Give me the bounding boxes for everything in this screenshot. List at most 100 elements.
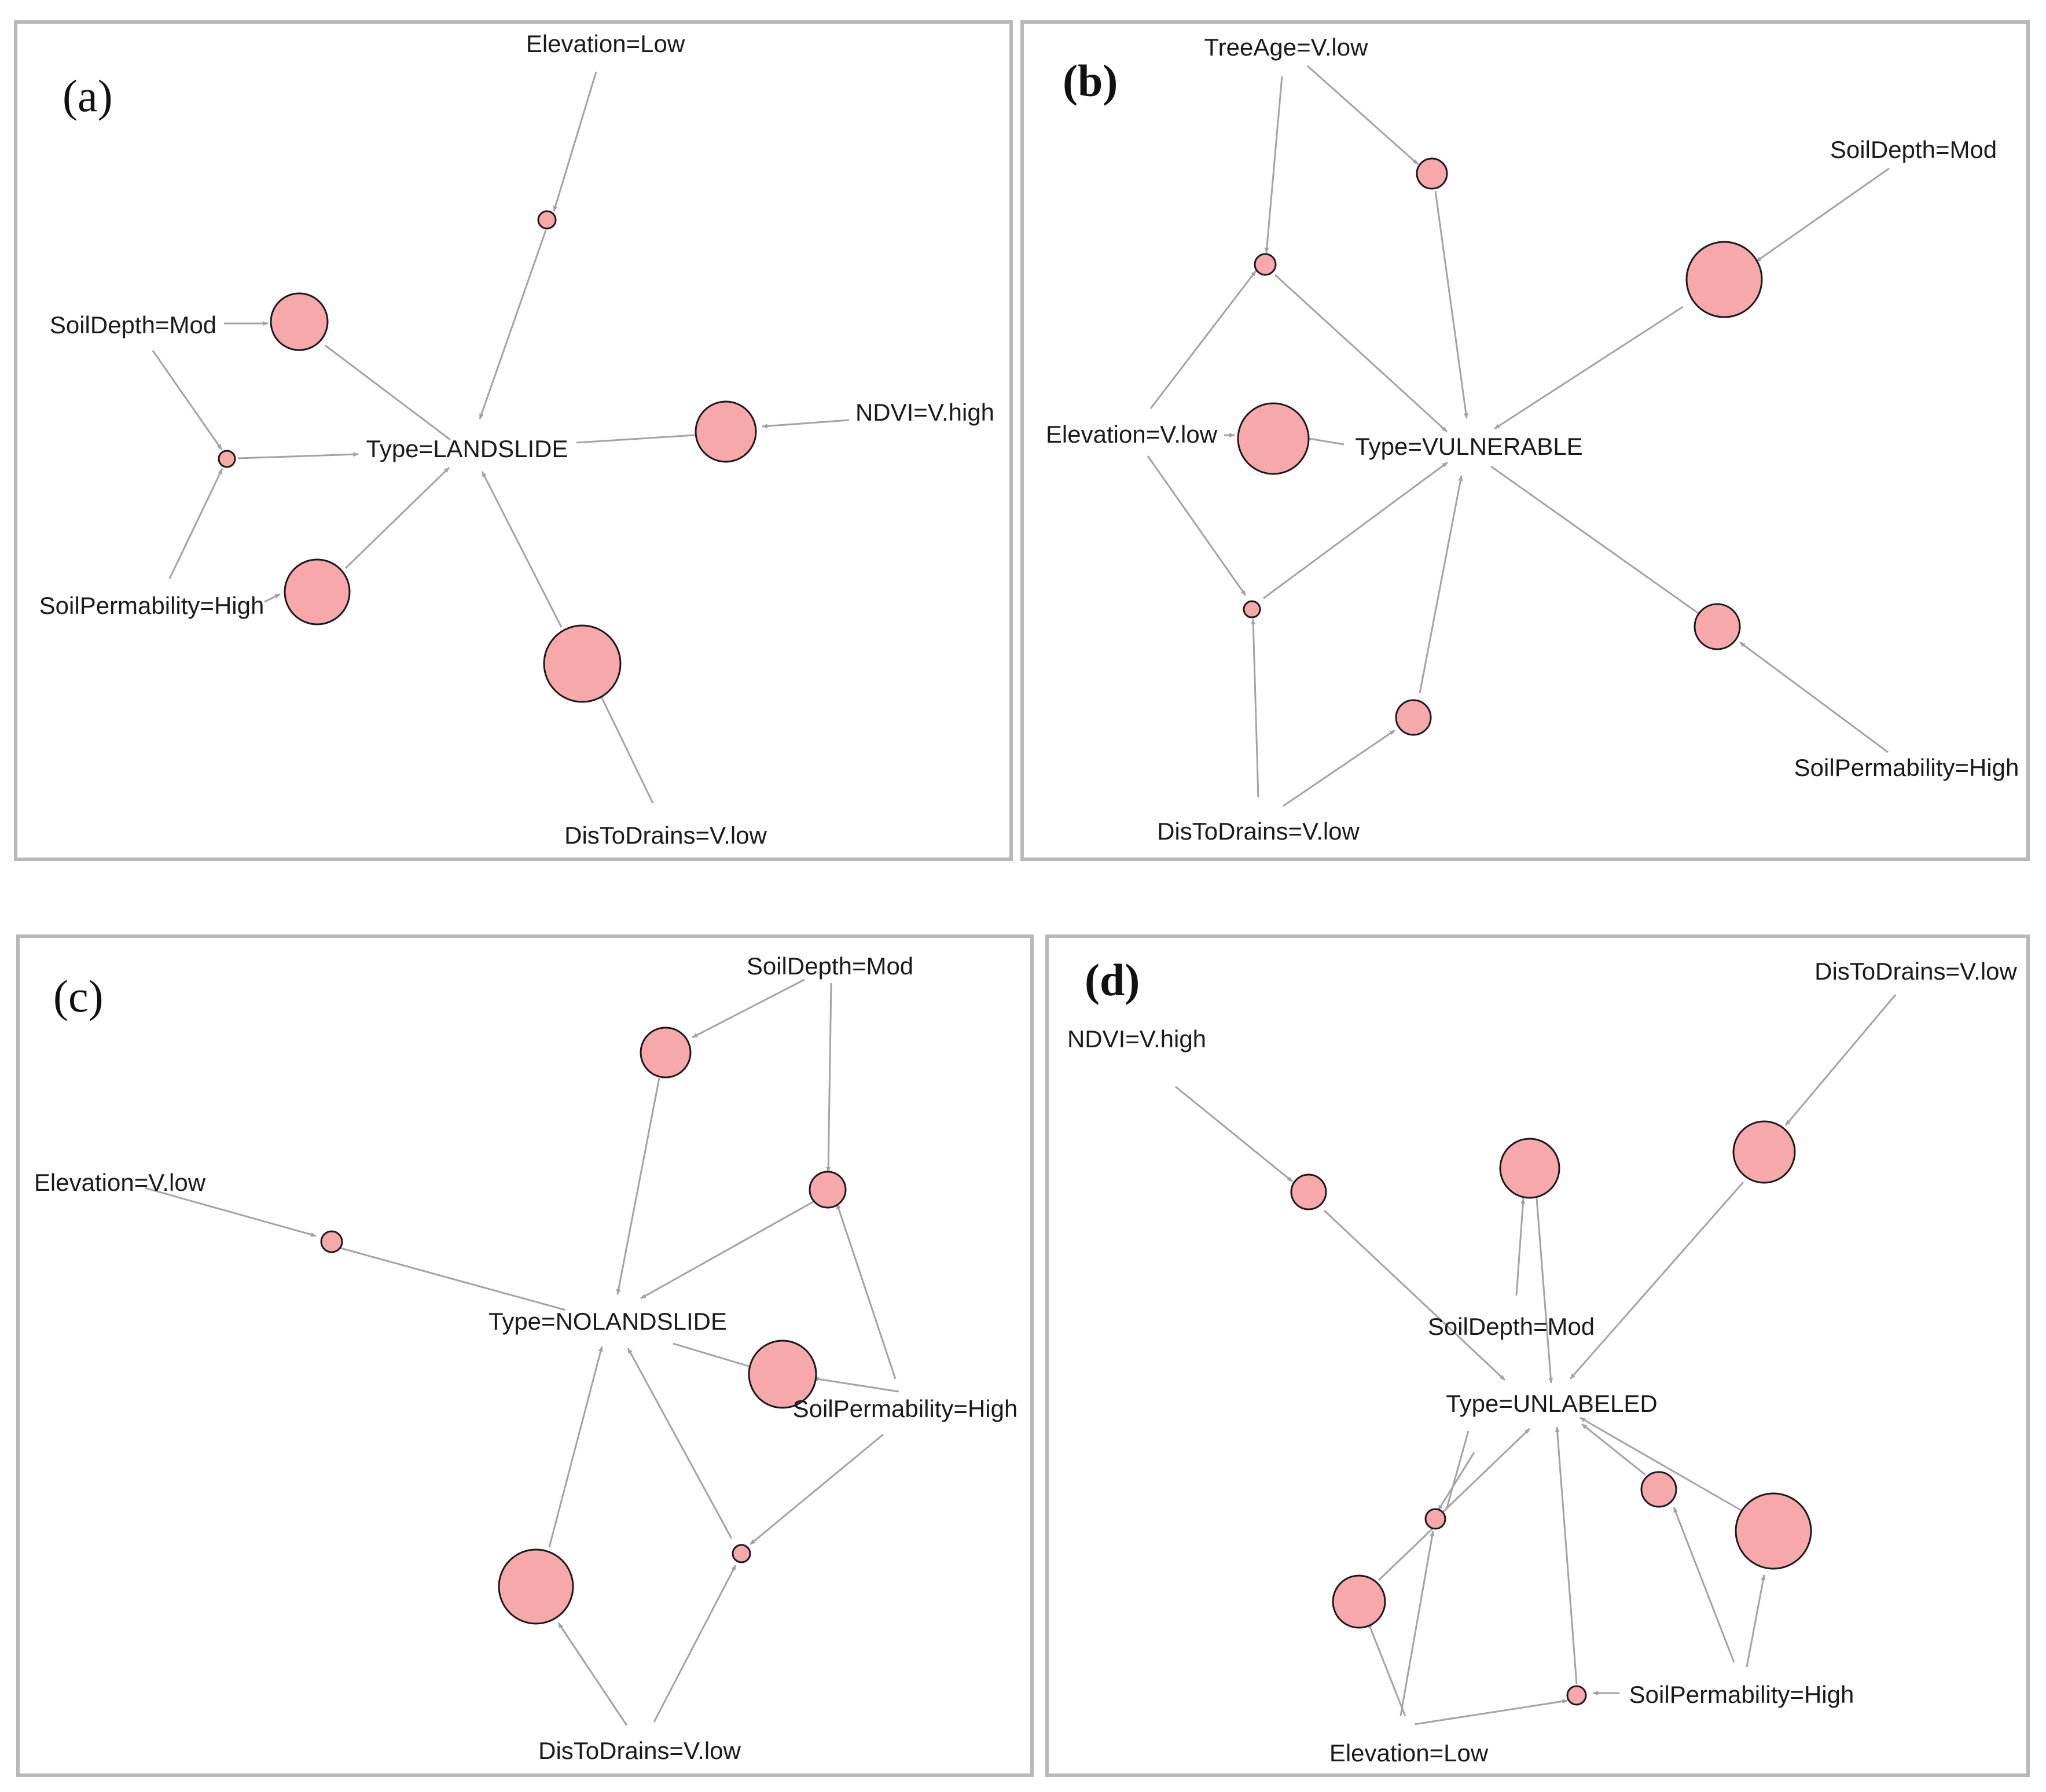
edge: [692, 978, 805, 1039]
edge: [548, 1346, 603, 1548]
node-label: DisToDrains=V.low: [1814, 958, 2017, 985]
node-label: TreeAge=V.low: [1204, 34, 1369, 61]
panel-c-edges: [144, 978, 899, 1726]
edge: [144, 1187, 317, 1237]
node-label: SoilDepth=Mod: [50, 311, 216, 338]
edge: [1515, 1198, 1526, 1296]
edge: [1147, 455, 1247, 596]
node-label: DisToDrains=V.low: [564, 822, 767, 849]
edge: [1581, 1423, 1646, 1476]
edge: [598, 693, 654, 804]
rule-node: [732, 1544, 751, 1563]
node-label: Elevation=V.low: [1046, 421, 1218, 448]
edge: [640, 1201, 814, 1300]
edge: [836, 1203, 897, 1379]
rule-node: [537, 210, 557, 230]
node-label: Elevation=Low: [1329, 1739, 1489, 1767]
rule-node: [1732, 1120, 1796, 1184]
panel-a-rule-nodes: [218, 210, 757, 703]
edge: [1434, 190, 1468, 419]
rule-node: [809, 1171, 847, 1209]
node-label: SoilDepth=Mod: [747, 952, 913, 980]
rule-node: [1424, 1508, 1446, 1530]
rule-node: [1499, 1138, 1560, 1199]
edge: [344, 466, 450, 569]
panel-c: (c) SoilDepth=Mod Elevation=V: [16, 934, 1034, 1777]
node-label: NDVI=V.high: [855, 399, 994, 426]
edge: [1445, 1430, 1470, 1510]
panel-d-rule-nodes: [1290, 1120, 1812, 1706]
edge: [1414, 1699, 1568, 1725]
edge: [1784, 994, 1897, 1126]
edge: [1536, 1198, 1553, 1383]
panel-b-edges: [1147, 65, 1890, 807]
edge: [1367, 1622, 1406, 1717]
rule-node: [1685, 241, 1763, 318]
panel-b-rule-nodes: [1237, 157, 1763, 736]
node-label: Type=LANDSLIDE: [366, 435, 568, 462]
edge: [557, 1622, 628, 1726]
rule-node: [1237, 402, 1310, 475]
edge: [264, 593, 281, 603]
node-label: SoilPermability=High: [793, 1395, 1018, 1422]
rule-node: [1416, 157, 1448, 190]
edge: [1437, 1452, 1475, 1511]
edge: [673, 1342, 753, 1368]
panel-b: (b) TreeAge=: [1020, 20, 2030, 861]
edge: [338, 1246, 566, 1311]
node-label: SoilDepth=Mod: [1830, 136, 1997, 163]
edge: [826, 983, 832, 1173]
panel-d-letter: (d): [1085, 955, 1140, 1005]
node-label: Type=UNLABELED: [1446, 1390, 1657, 1417]
node-label: NDVI=V.high: [1067, 1025, 1206, 1053]
panel-c-letter: (c): [53, 971, 104, 1021]
edge: [168, 468, 223, 579]
edge: [750, 1433, 884, 1546]
panel-b-letter: (b): [1063, 56, 1118, 106]
node-label: SoilPermability=High: [39, 592, 265, 619]
rule-node: [748, 1340, 817, 1409]
edge: [479, 230, 547, 420]
node-label: DisToDrains=V.low: [1157, 818, 1360, 845]
edge: [325, 344, 451, 441]
edge: [1440, 1427, 1531, 1515]
rule-node: [1694, 603, 1741, 650]
edge: [1755, 167, 1890, 263]
panel-c-frame: [16, 934, 1034, 1777]
panel-a: (a) Elevation=Low SoilDepth=Mod: [14, 20, 1013, 861]
edge: [1263, 461, 1448, 599]
edge: [762, 419, 850, 429]
node-label: Elevation=V.low: [34, 1169, 206, 1196]
node-label: Elevation=Low: [526, 30, 685, 57]
edge: [1175, 1085, 1293, 1183]
panel-d-edges: [1175, 994, 1897, 1725]
rule-node: [1332, 1574, 1386, 1629]
node-label: SoilPermability=High: [1794, 754, 2019, 781]
rule-node: [1640, 1471, 1677, 1508]
rule-node: [1566, 1685, 1587, 1706]
rule-node: [270, 292, 329, 351]
edge: [1419, 475, 1463, 694]
rule-node: [1243, 600, 1261, 619]
edge: [553, 71, 597, 212]
rule-node: [640, 1026, 692, 1079]
edge: [1149, 270, 1257, 409]
edge: [1569, 1182, 1744, 1379]
edge: [1283, 729, 1395, 807]
node-label: Type=VULNERABLE: [1355, 433, 1582, 460]
rule-node: [218, 450, 236, 468]
edge: [1555, 1426, 1578, 1684]
panel-a-frame: [14, 20, 1013, 861]
edge: [1399, 1530, 1435, 1716]
rule-node: [1290, 1173, 1327, 1210]
panel-a-edges: [152, 71, 850, 804]
edge: [1251, 619, 1259, 798]
panel-a-letter: (a): [63, 71, 113, 121]
edge: [1323, 1209, 1506, 1381]
edge: [1746, 1574, 1766, 1668]
node-label: SoilPermability=High: [1629, 1681, 1854, 1708]
edge: [1309, 437, 1345, 446]
edge: [813, 1377, 899, 1393]
edge: [1673, 1507, 1735, 1663]
edge: [1274, 274, 1448, 433]
